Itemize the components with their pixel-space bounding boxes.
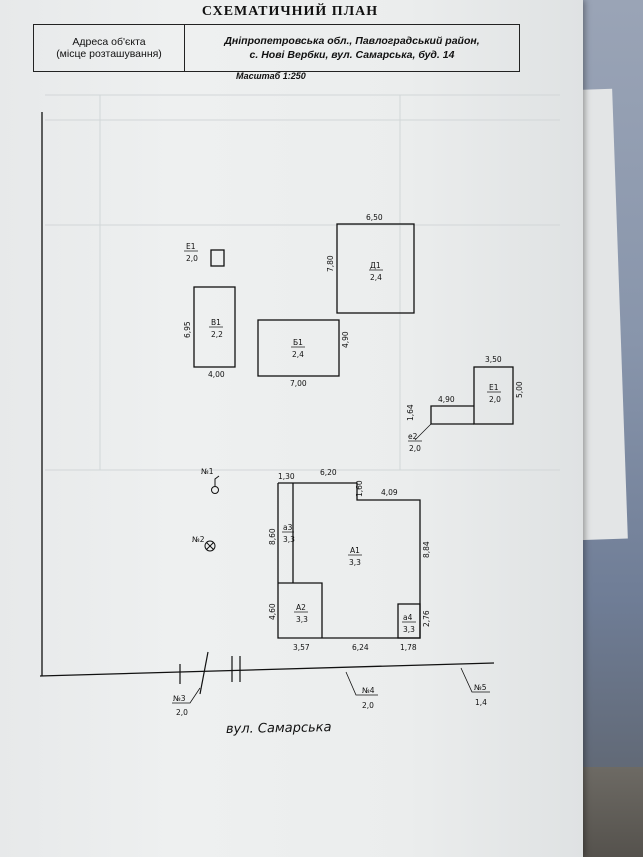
building-v1 bbox=[193, 286, 236, 368]
building-d1 bbox=[336, 223, 415, 314]
address-value-line1: Дніпропетровська обл., Павлоградський ра… bbox=[224, 34, 480, 47]
e1-right-height: 2,0 bbox=[489, 395, 501, 404]
dim-notch-width: 4,09 bbox=[381, 488, 398, 497]
e1-small-height: 2,0 bbox=[186, 254, 198, 263]
e2-name: е2 bbox=[408, 432, 418, 441]
e1-right-name: Е1 bbox=[489, 383, 499, 392]
site-boundary bbox=[39, 112, 495, 677]
building-outlines bbox=[193, 223, 514, 639]
address-label: Адреса об'єкта (місце розташування) bbox=[34, 25, 185, 71]
dim-top: 6,20 bbox=[320, 468, 337, 477]
a4-name: а4 bbox=[403, 613, 413, 622]
building-e1-small bbox=[210, 249, 225, 267]
dim-right-lower: 2,76 bbox=[422, 610, 431, 627]
building-a4 bbox=[397, 603, 421, 639]
d1-depth: 7,80 bbox=[326, 255, 335, 272]
building-a2-divider bbox=[278, 582, 323, 638]
address-table: Адреса об'єкта (місце розташування) Дніп… bbox=[33, 24, 520, 72]
building-e1-right bbox=[473, 366, 514, 425]
dim-left-upper: 8,60 bbox=[268, 528, 277, 545]
e2-depth: 1,64 bbox=[406, 404, 415, 421]
dim-bottom-mid: 6,24 bbox=[352, 643, 369, 652]
dim-bottom-right: 1,78 bbox=[400, 643, 417, 652]
b1-width: 7,00 bbox=[290, 379, 307, 388]
site-plan-drawing: №3 2,0 №4 2,0 №5 1,4 вул. Самарська bbox=[39, 94, 560, 737]
d1-width: 6,50 bbox=[366, 213, 383, 222]
page-title: СХЕМАТИЧНИЙ ПЛАН bbox=[201, 4, 379, 19]
marker-1-label: №1 bbox=[201, 467, 214, 476]
street-name: вул. Самарська bbox=[226, 720, 332, 737]
b1-name: Б1 bbox=[293, 338, 303, 347]
v1-depth: 6,95 bbox=[183, 321, 192, 338]
gate-3-height: 2,0 bbox=[176, 708, 188, 717]
gate-3-label: №3 bbox=[173, 694, 186, 703]
a1-height: 3,3 bbox=[349, 558, 361, 567]
b1-depth: 4,90 bbox=[341, 331, 350, 348]
gate-4-height: 2,0 bbox=[362, 701, 374, 710]
address-label-line1: Адреса об'єкта bbox=[72, 36, 146, 48]
marker-2-label: №2 bbox=[192, 535, 205, 544]
d1-height: 2,4 bbox=[370, 273, 382, 282]
dim-bottom-left: 3,57 bbox=[293, 643, 310, 652]
dim-left-lower: 4,60 bbox=[268, 603, 277, 620]
gate-3-line bbox=[199, 651, 209, 695]
b1-height: 2,4 bbox=[292, 350, 304, 359]
gate-5-label: №5 bbox=[474, 683, 487, 692]
v1-width: 4,00 bbox=[208, 370, 225, 379]
gate-5-height: 1,4 bbox=[475, 698, 487, 707]
a1-name: А1 bbox=[350, 546, 360, 555]
e2-width: 4,90 bbox=[438, 395, 455, 404]
well-icon bbox=[211, 475, 220, 494]
v1-height: 2,2 bbox=[211, 330, 223, 339]
scale-label: Масштаб 1:250 bbox=[236, 71, 306, 81]
e1-right-depth: 5,00 bbox=[515, 381, 524, 398]
document-page: СХЕМАТИЧНИЙ ПЛАН Адреса об'єкта (місце р… bbox=[0, 0, 583, 857]
show-through-grid bbox=[45, 94, 560, 471]
v1-name: В1 bbox=[211, 318, 221, 327]
dim-right: 8,84 bbox=[422, 541, 431, 558]
a4-height: 3,3 bbox=[403, 625, 415, 634]
fraction-lines bbox=[184, 250, 501, 623]
a2-name: А2 bbox=[296, 603, 306, 612]
d1-name: Д1 bbox=[370, 261, 381, 270]
address-value-line2: с. Нові Вербки, вул. Самарська, буд. 14 bbox=[249, 49, 455, 61]
manhole-icon bbox=[204, 540, 216, 552]
e2-height: 2,0 bbox=[409, 444, 421, 453]
e1-right-width: 3,50 bbox=[485, 355, 502, 364]
address-value: Дніпропетровська обл., Павлоградський ра… bbox=[185, 25, 519, 71]
a3-name: а3 bbox=[283, 523, 293, 532]
building-e2 bbox=[430, 405, 474, 425]
dim-notch-depth: 1,60 bbox=[355, 480, 364, 497]
building-b1 bbox=[257, 319, 340, 377]
e1-small-name: Е1 bbox=[186, 242, 196, 251]
dim-top-left: 1,30 bbox=[278, 472, 295, 481]
a2-height: 3,3 bbox=[296, 615, 308, 624]
building-a1 bbox=[277, 482, 421, 639]
gate-4-label: №4 bbox=[362, 686, 375, 695]
gate-marks bbox=[179, 651, 241, 695]
a3-height: 3,3 bbox=[283, 535, 295, 544]
address-label-line2: (місце розташування) bbox=[56, 48, 162, 60]
gate-leaders bbox=[172, 667, 490, 704]
